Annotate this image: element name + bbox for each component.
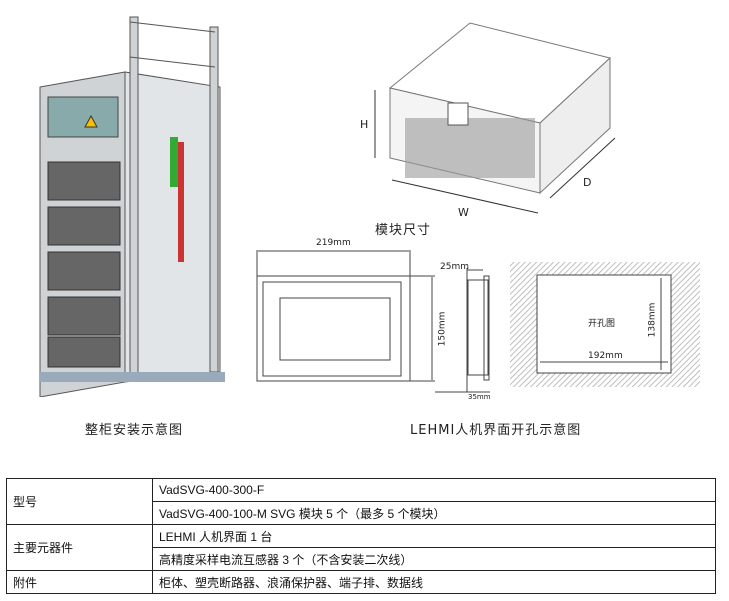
dim-cut-height: 138mm bbox=[647, 302, 658, 338]
dim-cut-width: 192mm bbox=[588, 351, 623, 361]
dim-depth: 25mm bbox=[440, 262, 469, 272]
row-value: 高精度采样电流互感器 3 个（不含安装二次线） bbox=[152, 547, 716, 571]
module-label-w: W bbox=[458, 206, 469, 219]
table-row: VadSVG-400-100-M SVG 模块 5 个（最多 5 个模块） bbox=[7, 501, 716, 525]
row-key: 附件 bbox=[6, 570, 153, 594]
row-value: VadSVG-400-100-M SVG 模块 5 个（最多 5 个模块） bbox=[152, 501, 716, 525]
row-value: LEHMI 人机界面 1 台 bbox=[152, 524, 716, 548]
cabinet-caption: 整柜安装示意图 bbox=[85, 423, 184, 438]
row-key: 型号 bbox=[6, 478, 153, 525]
module-label-h: H bbox=[360, 118, 369, 131]
module-label-d: D bbox=[583, 176, 592, 189]
hmi-caption: LEHMI人机界面开孔示意图 bbox=[410, 423, 582, 438]
cutout-label: 开孔图 bbox=[588, 319, 616, 329]
cabinet-illustration bbox=[39, 16, 225, 397]
row-value: VadSVG-400-300-F bbox=[152, 478, 716, 502]
table-row: 附件柜体、塑壳断路器、浪涌保护器、端子排、数据线 bbox=[6, 570, 716, 594]
dim-height: 150mm bbox=[437, 311, 448, 347]
dim-width: 219mm bbox=[316, 238, 351, 248]
module-caption: 模块尺寸 bbox=[375, 223, 432, 238]
row-key: 主要元器件 bbox=[6, 524, 153, 571]
hmi-drawing bbox=[256, 250, 700, 393]
row-value: 柜体、塑壳断路器、浪涌保护器、端子排、数据线 bbox=[152, 570, 716, 594]
dim-total-depth: 35mm bbox=[468, 393, 491, 401]
module-illustration bbox=[374, 22, 616, 214]
